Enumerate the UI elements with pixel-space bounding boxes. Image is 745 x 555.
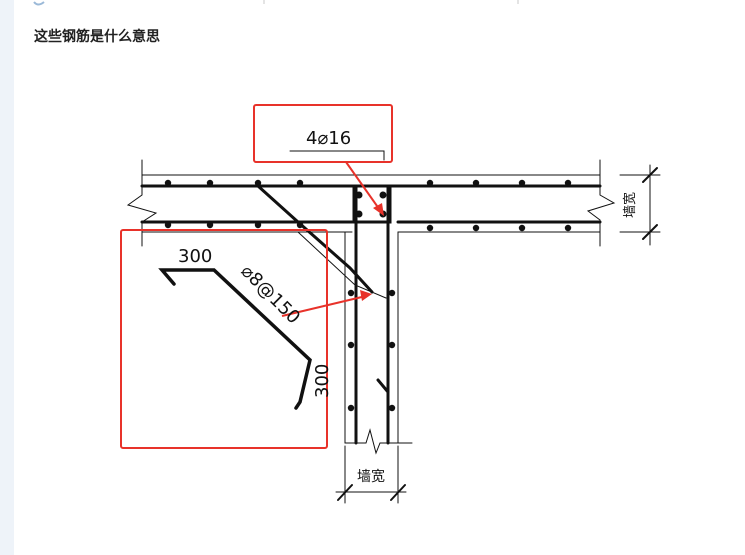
red-arrow-top: [345, 161, 383, 214]
red-box-top-bars: [253, 104, 393, 163]
right-break-line: [586, 159, 616, 247]
diagonal-bar: [256, 184, 374, 294]
top-bar-label: 4⌀16: [306, 128, 351, 149]
diagonal-bar-thin: [297, 231, 387, 299]
wall-width-bottom: 墙宽: [357, 468, 385, 485]
wall-width-right: 墙宽: [622, 192, 638, 218]
bottom-break-line: [344, 428, 413, 455]
top-toolbar-remnant: [33, 0, 519, 6]
top-bar-leader: [289, 150, 385, 161]
red-box-detail: [120, 229, 328, 449]
vertical-bar-hook: [376, 378, 390, 394]
bent-bar-detail: [158, 268, 312, 410]
left-sidebar-strip: [0, 0, 14, 555]
hook-length-top: 300: [178, 246, 212, 267]
red-arrow-detail: [281, 295, 367, 317]
hook-length-side: 300: [312, 364, 333, 398]
stirrup-label: ⌀8@150: [236, 261, 304, 329]
question-title: 这些钢筋是什么意思: [34, 29, 160, 45]
left-break-line: [126, 159, 158, 247]
